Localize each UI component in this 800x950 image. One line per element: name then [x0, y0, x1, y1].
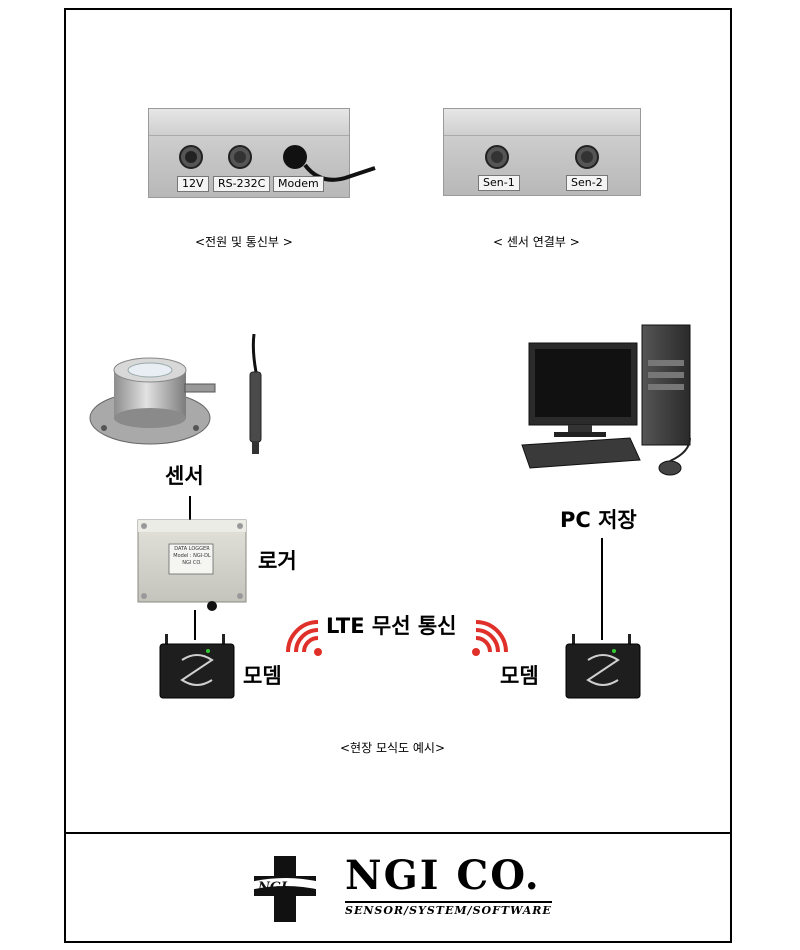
company-tagline: SENSOR/SYSTEM/SOFTWARE — [345, 901, 552, 917]
footer-divider — [64, 832, 732, 834]
modem-right-label: 모뎀 — [500, 664, 539, 688]
connector-rs232c-icon — [228, 145, 252, 169]
modem-cable-icon — [283, 145, 376, 182]
label-sen2: Sen-2 — [566, 175, 608, 191]
logger-box-line: Model : NGI-DL — [173, 553, 211, 559]
power-comm-caption: <전원 및 통신부 > — [195, 235, 293, 249]
water-level-sensor-icon — [249, 333, 262, 454]
label-modem: Modem — [273, 176, 324, 192]
sensor-conn-caption: < 센서 연결부 > — [493, 235, 580, 249]
link-label: LTE 무선 통신 — [326, 614, 457, 638]
logger-box-text: DATA LOGGER Model : NGI-DL NGI CO. — [171, 546, 213, 567]
data-logger-icon — [137, 519, 247, 611]
company-name: NGI CO. — [345, 852, 541, 899]
connector-sen1-icon — [485, 145, 509, 169]
connector-sen2-icon — [575, 145, 599, 169]
label-sen1: Sen-1 — [478, 175, 520, 191]
modem-left-icon — [159, 634, 235, 699]
pc-label: PC 저장 — [560, 508, 637, 532]
label-12v: 12V — [177, 176, 209, 192]
modem-right-icon — [565, 634, 641, 699]
signal-waves-left-icon — [286, 620, 322, 656]
power-comm-connectors — [179, 145, 376, 182]
modem-left-label: 모뎀 — [243, 664, 282, 688]
logger-box-line: NGI CO. — [182, 560, 202, 566]
logger-box-line: DATA LOGGER — [174, 546, 210, 552]
ngi-emblem-icon — [250, 856, 320, 922]
label-rs232c: RS-232C — [213, 176, 271, 192]
site-diagram — [89, 324, 691, 699]
logger-label: 로거 — [258, 549, 297, 573]
page-frame — [64, 8, 732, 943]
connector-12v-icon — [179, 145, 203, 169]
sensor-label: 센서 — [165, 464, 204, 488]
signal-waves-right-icon — [472, 620, 508, 656]
site-diagram-caption: <현장 모식도 예시> — [340, 741, 446, 755]
pc-icon — [521, 324, 691, 476]
sensor-conn-panel — [443, 108, 641, 196]
emblem-text: NGI — [258, 880, 288, 895]
tilt-sensor-icon — [89, 357, 216, 445]
sensor-conn-connectors — [485, 145, 599, 169]
